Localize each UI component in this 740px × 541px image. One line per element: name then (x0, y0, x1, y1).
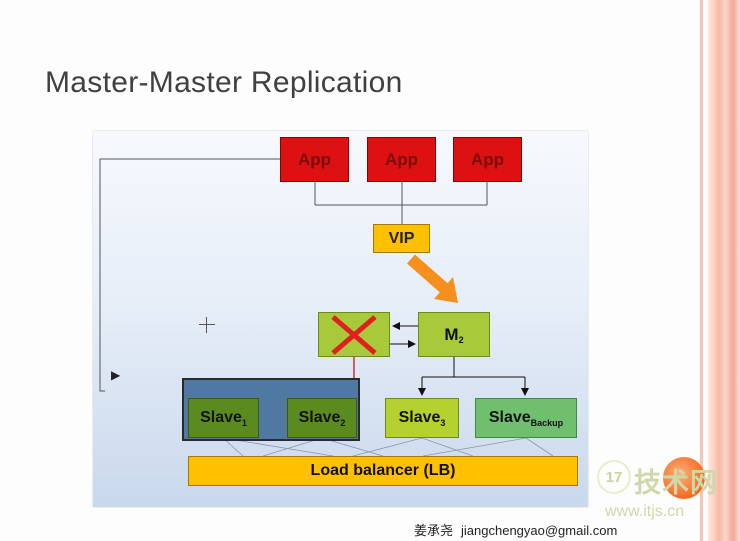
app-box-3: App (453, 137, 522, 182)
master2-label: M (444, 324, 459, 344)
slide-border-line (700, 0, 703, 541)
vip-box: VIP (373, 224, 430, 253)
failover-arrow (407, 254, 458, 303)
slide-border-stripe (708, 0, 740, 541)
slide-title: Master-Master Replication (45, 66, 403, 99)
load-balancer-box: Load balancer (LB) (188, 456, 578, 486)
slave3-subscript: 3 (440, 418, 446, 428)
failed-x-icon (331, 315, 377, 355)
watermark-badge: 17 (597, 460, 631, 494)
slave2-subscript: 2 (340, 418, 346, 428)
crosshair-cursor-icon (199, 317, 215, 333)
connector-lines (99, 158, 554, 457)
footer-credit: 姜承尧 jiangchengyao@gmail.com (414, 520, 617, 539)
orange-dot-icon (663, 457, 705, 499)
master2-subscript: 2 (458, 334, 464, 345)
watermark-name: 技术网 (634, 468, 718, 498)
app-box-1: App (280, 137, 349, 182)
author-name: 姜承尧 (414, 523, 454, 538)
app-box-2: App (367, 137, 436, 182)
slave2-label: Slave (298, 409, 341, 426)
slave3-label: Slave (398, 409, 441, 426)
slave1-label: Slave (200, 409, 242, 426)
master1-failed-box (318, 312, 390, 357)
watermark-url: www.itjs.cn (605, 503, 685, 520)
author-email: jiangchengyao@gmail.com (461, 523, 618, 538)
slave-backup-label: Slave (488, 409, 531, 426)
slave1-subscript: 1 (241, 418, 247, 428)
site-watermark: 17 技术网 www.itjs.cn (597, 457, 721, 527)
mouse-pointer-icon: ▶ (111, 368, 121, 382)
slave-backup-subscript: Backup (530, 418, 564, 428)
